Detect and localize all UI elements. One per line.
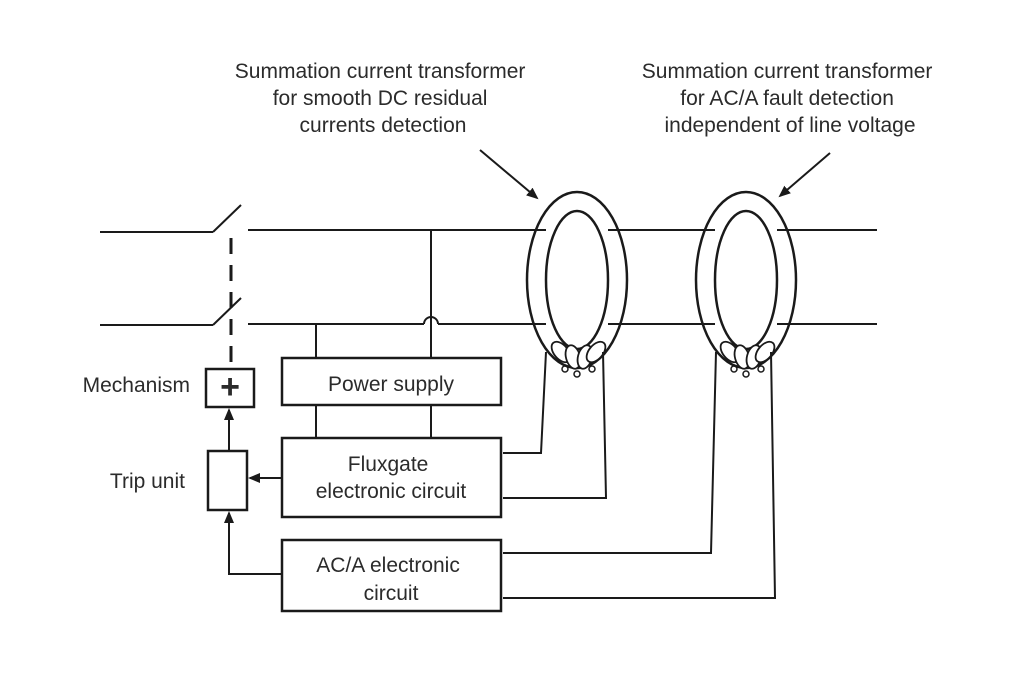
power-supply-block bbox=[280, 356, 503, 407]
fluxgate-block bbox=[280, 436, 503, 519]
dc-summation-transformer bbox=[525, 190, 629, 378]
dc-annotation-arrow bbox=[479, 149, 539, 200]
dc-winding-lead-1 bbox=[503, 351, 547, 454]
trip-unit-block bbox=[206, 449, 249, 512]
dc-transformer-winding bbox=[550, 340, 607, 378]
ac-winding-lead-1 bbox=[503, 351, 717, 554]
mechanism-block: + bbox=[204, 367, 256, 409]
fluxgate-label: Fluxgate electronic circuit bbox=[316, 453, 467, 503]
ac-winding-lead-2 bbox=[503, 351, 777, 599]
aca-block bbox=[280, 538, 503, 613]
aca-to-trip-arrow bbox=[224, 511, 282, 575]
trip-unit-label: Trip unit bbox=[110, 470, 185, 493]
ac-annotation-arrow bbox=[778, 152, 831, 198]
ac-summation-transformer bbox=[694, 190, 798, 378]
power-supply-label: Power supply bbox=[328, 373, 455, 396]
dc-transformer-annotation: Summation current transformer for smooth… bbox=[235, 60, 531, 137]
line-conductor-lower bbox=[100, 297, 877, 326]
aca-label: AC/A electronic circuit bbox=[316, 554, 465, 605]
ac-transformer-annotation: Summation current transformer for AC/A f… bbox=[642, 60, 938, 137]
mechanism-plus-symbol: + bbox=[220, 368, 240, 406]
mechanism-label: Mechanism bbox=[83, 374, 190, 397]
dc-winding-lead-2 bbox=[503, 351, 608, 499]
